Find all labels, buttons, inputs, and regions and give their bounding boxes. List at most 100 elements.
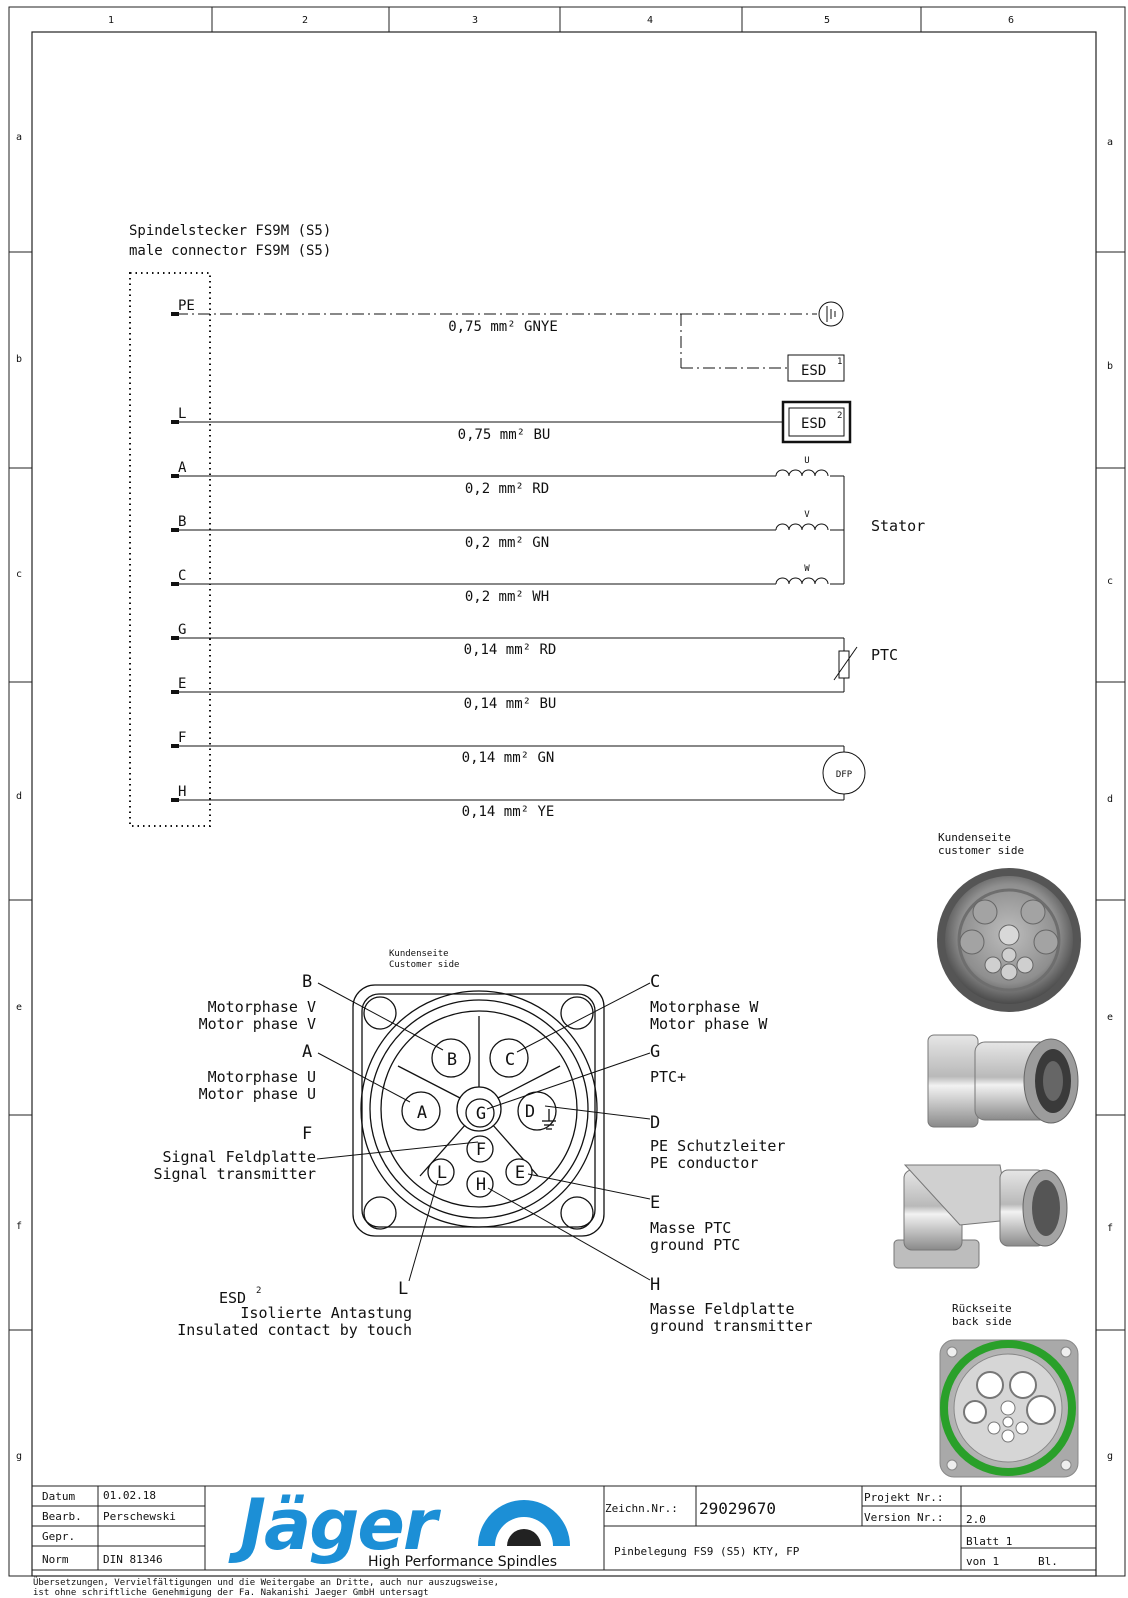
pin-label-l: L (178, 406, 186, 422)
row-label-b-left: b (16, 354, 22, 365)
coil-v-label: V (804, 510, 810, 520)
ptc-label: PTC (871, 646, 898, 664)
connector-face (352, 984, 605, 1237)
callout-b-line2: Motor phase V (199, 1015, 316, 1033)
callout-e-letter: E (650, 1193, 660, 1213)
photo-connector-angled (893, 1164, 1068, 1269)
callout-l-letter: L (398, 1279, 408, 1299)
zeichn-label: Zeichn.Nr.: (605, 1502, 678, 1515)
face-pin-b: B (447, 1050, 457, 1070)
stator-label: Stator (871, 517, 925, 535)
row-label-g-right: g (1107, 1451, 1113, 1462)
col-label-5: 5 (824, 15, 830, 26)
face-pin-e: E (515, 1163, 525, 1183)
row-label-g-left: g (16, 1451, 22, 1462)
callout-f-line2: Signal transmitter (153, 1165, 316, 1183)
connector-title-en: male connector FS9M (S5) (129, 243, 331, 259)
callout-c-line1: Motorphase W (650, 998, 759, 1016)
row-label-c-left: c (16, 569, 22, 580)
callout-l-esd: ESD (219, 1289, 246, 1307)
gepr-label: Gepr. (42, 1530, 75, 1543)
wire-spec-f: 0,14 mm² GN (462, 750, 555, 766)
photo-customer-side-en: customer side (938, 844, 1024, 857)
face-pin-g: G (476, 1104, 486, 1124)
callout-c-line2: Motor phase W (650, 1015, 768, 1033)
callout-d-line2: PE conductor (650, 1154, 758, 1172)
drawing-title: Pinbelegung FS9 (S5) KTY, FP (614, 1545, 800, 1558)
wire-spec-g: 0,14 mm² RD (464, 642, 557, 658)
callout-a-letter: A (302, 1042, 312, 1062)
row-label-a-left: a (16, 132, 22, 143)
face-pin-d: D (525, 1102, 535, 1122)
callout-f-line1: Signal Feldplatte (162, 1148, 316, 1166)
photo-customer-side-de: Kundenseite (938, 831, 1011, 844)
photo-back-side-en: back side (952, 1315, 1012, 1328)
bearb-label: Bearb. (42, 1510, 82, 1523)
face-caption-de: Kundenseite (389, 949, 449, 959)
callout-b-letter: B (302, 972, 312, 992)
von-value: von 1 (966, 1555, 999, 1568)
pin-label-a: A (178, 460, 187, 476)
callout-h-letter: H (650, 1275, 660, 1295)
logo-tagline: High Performance Spindles (368, 1554, 557, 1570)
callout-l-esd-sup: 2 (256, 1286, 261, 1296)
coil-w-label: W (804, 564, 810, 574)
norm-value: DIN 81346 (103, 1553, 163, 1566)
callout-leaders (316, 982, 651, 1282)
col-label-6: 6 (1008, 15, 1014, 26)
row-label-d-right: d (1107, 794, 1113, 805)
callout-g-letter: G (650, 1042, 660, 1062)
callout-a-line1: Motorphase U (208, 1068, 316, 1086)
esd1-superscript: 1 (837, 357, 842, 367)
dfp-label: DFP (836, 770, 853, 780)
wire-spec-c: 0,2 mm² WH (465, 589, 549, 605)
row-label-f-right: f (1107, 1223, 1113, 1234)
wire-spec-b: 0,2 mm² GN (465, 535, 549, 551)
callout-h-line2: ground transmitter (650, 1317, 813, 1335)
photo-back-side-de: Rückseite (952, 1302, 1012, 1315)
col-label-3: 3 (472, 15, 478, 26)
callout-c-letter: C (650, 972, 660, 992)
wire-spec-h: 0,14 mm² YE (462, 804, 555, 820)
face-pin-l: L (437, 1163, 447, 1183)
norm-label: Norm (42, 1553, 69, 1566)
callout-h-line1: Masse Feldplatte (650, 1300, 795, 1318)
row-label-d-left: d (16, 791, 22, 802)
footer-notice-line1: Übersetzungen, Vervielfältigungen und di… (33, 1577, 499, 1588)
callout-g-line1: PTC+ (650, 1068, 686, 1086)
wiring (176, 301, 866, 801)
esd2-label: ESD (801, 416, 826, 432)
callout-e-line1: Masse PTC (650, 1219, 731, 1237)
pin-label-c: C (178, 568, 186, 584)
version-label: Version Nr.: (864, 1511, 943, 1524)
col-label-2: 2 (302, 15, 308, 26)
bl-value: Bl. (1038, 1555, 1058, 1568)
col-label-4: 4 (647, 15, 653, 26)
esd1-label: ESD (801, 363, 826, 379)
pin-label-e: E (178, 676, 186, 692)
face-pin-h: H (476, 1175, 486, 1195)
callout-d-line1: PE Schutzleiter (650, 1137, 785, 1155)
frame (8, 6, 1126, 1577)
callout-l-line2: Insulated contact by touch (177, 1321, 412, 1339)
callout-b-line1: Motorphase V (208, 998, 316, 1016)
face-pin-c: C (505, 1050, 515, 1070)
pin-terminals (171, 312, 179, 802)
pin-label-b: B (178, 514, 186, 530)
wire-spec-e: 0,14 mm² BU (464, 696, 557, 712)
row-label-e-left: e (16, 1002, 22, 1013)
connector-box (129, 272, 211, 827)
bearb-value: Perschewski (103, 1510, 176, 1523)
title-block (32, 1485, 1096, 1571)
drawing-number: 29029670 (699, 1499, 776, 1518)
face-pin-f: F (476, 1140, 486, 1160)
datum-label: Datum (42, 1490, 75, 1503)
row-label-e-right: e (1107, 1012, 1113, 1023)
wire-spec-pe: 0,75 mm² GNYE (448, 319, 558, 335)
coil-u-label: U (804, 456, 809, 466)
connector-title-de: Spindelstecker FS9M (S5) (129, 223, 331, 239)
photo-connector-face (937, 868, 1081, 1012)
callout-a-line2: Motor phase U (199, 1085, 316, 1103)
photo-connector-back (939, 1339, 1079, 1478)
col-label-1: 1 (108, 15, 114, 26)
